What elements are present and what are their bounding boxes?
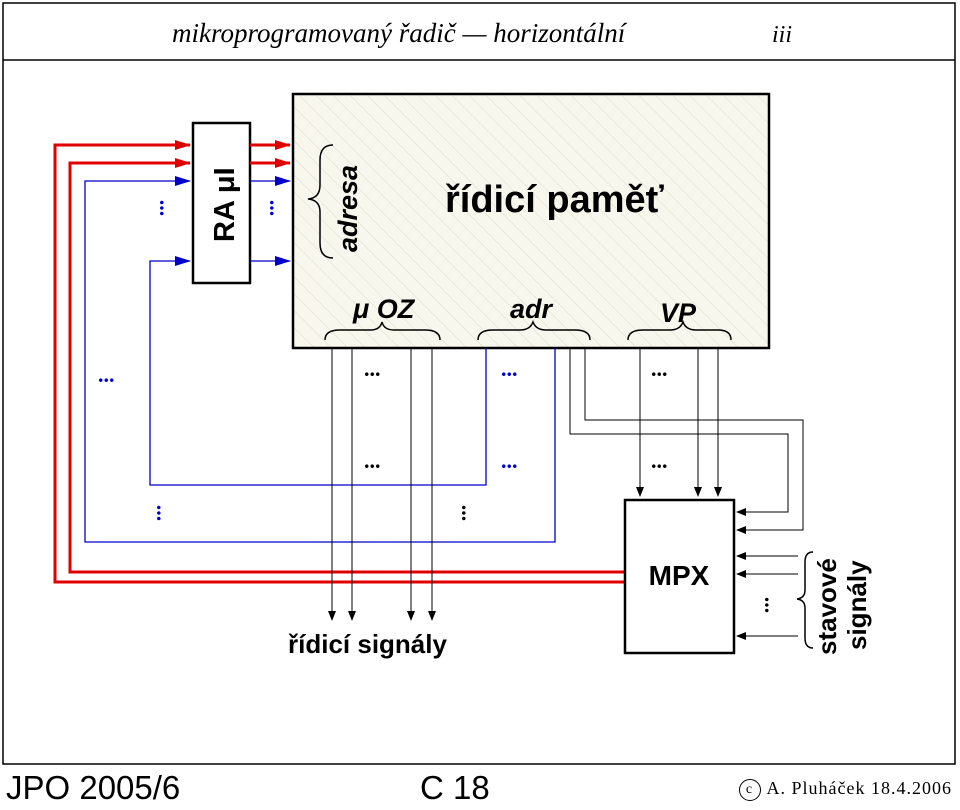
slide-title: mikroprogramovaný řadič — horizontální — [172, 18, 628, 48]
vp-lower-dots: ... — [651, 448, 668, 473]
field-uoz-label: μ OZ — [352, 294, 416, 324]
left-lower-dots: ... — [152, 505, 177, 522]
ra-register-block — [191, 121, 252, 285]
status-signal-dots: ... — [760, 597, 785, 614]
blue-wire-outer — [84, 176, 556, 543]
footer-author-text: A. Pluháček 18.4.2006 — [766, 778, 952, 798]
ra-output-dots: ... — [265, 200, 290, 217]
field-uoz-brace — [324, 321, 441, 341]
control-memory-label: řídicí paměť — [445, 179, 665, 221]
blue-wire-inner — [149, 256, 487, 486]
address-brace — [307, 144, 334, 259]
field-adr-brace — [477, 319, 591, 341]
status-signals-label-line1: stavové — [812, 558, 842, 655]
adr-lower-dots: ... — [501, 448, 518, 473]
status-signals-label-line2: signály — [842, 560, 872, 650]
adr-to-mpx-line-2 — [584, 348, 804, 534]
left-wire-dots: ... — [98, 362, 115, 387]
control-memory-block — [291, 92, 771, 350]
ra-input-dots: ... — [155, 200, 180, 217]
uoz-lower-dots: ... — [364, 448, 381, 473]
footer-slide-number: C 18 — [420, 769, 490, 806]
red-wire-inner — [68, 158, 625, 574]
address-label: adresa — [333, 165, 363, 252]
status-signals-brace — [796, 551, 814, 649]
copyright-icon: c — [738, 778, 761, 801]
mpx-block — [623, 498, 736, 655]
mpx-label: MPX — [649, 560, 710, 591]
page-mark: iii — [772, 22, 792, 48]
outer-frame — [2, 2, 956, 765]
adr-to-mpx-line-1 — [569, 348, 789, 516]
middle-lower-dots: ... — [457, 505, 482, 522]
field-vp-label: VP — [660, 298, 697, 328]
field-adr-label: adr — [510, 294, 554, 324]
footer-course: JPO 2005/6 — [6, 769, 181, 806]
red-wire-outer — [53, 140, 625, 584]
adr-upper-dots: ... — [501, 356, 518, 381]
uoz-upper-dots: ... — [364, 356, 381, 381]
control-signals-label: řídicí signály — [288, 629, 447, 659]
vp-upper-dots: ... — [651, 356, 668, 381]
field-vp-brace — [627, 319, 732, 341]
ra-register-label: RA μI — [209, 167, 241, 242]
